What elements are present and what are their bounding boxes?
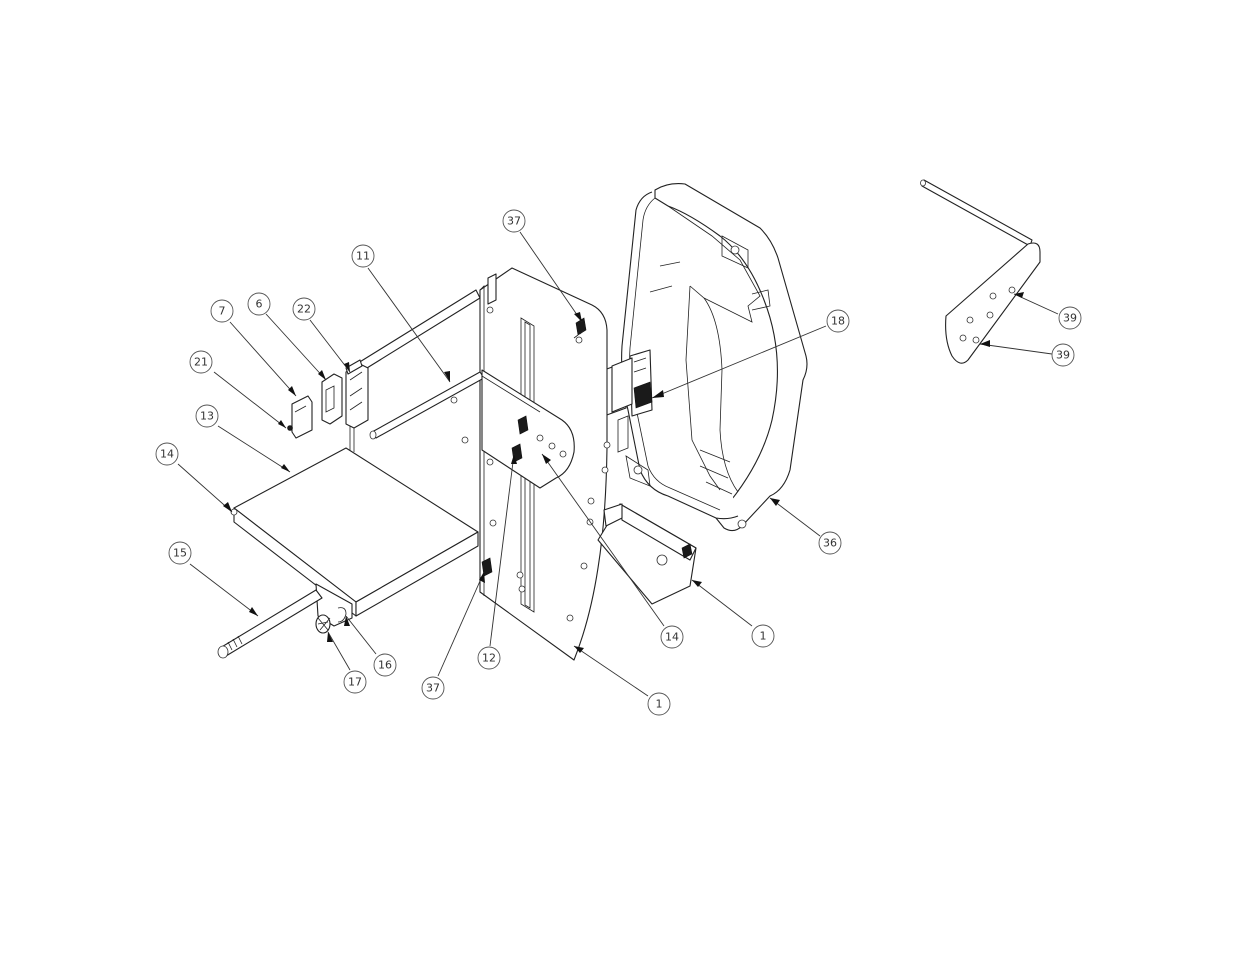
callout-13: 13 — [196, 405, 218, 427]
pin-part-15 — [218, 590, 322, 658]
rod-part-11 — [370, 372, 484, 439]
leader-15 — [190, 564, 258, 616]
side-wall — [350, 290, 480, 452]
callout-37-bottom: 37 — [422, 677, 444, 699]
leader-21 — [214, 372, 286, 428]
svg-text:39: 39 — [1056, 349, 1070, 362]
callout-14-mid: 14 — [661, 626, 683, 648]
leader-1-right — [692, 580, 752, 626]
callout-37-top: 37 — [503, 210, 525, 232]
hinge-parts-6-22 — [322, 360, 368, 428]
svg-text:1: 1 — [656, 698, 663, 711]
svg-text:17: 17 — [348, 676, 362, 689]
spring-part-17 — [316, 615, 330, 633]
svg-text:22: 22 — [297, 303, 311, 316]
lever-part-39 — [921, 180, 1041, 363]
svg-text:7: 7 — [219, 305, 226, 318]
callout-22: 22 — [293, 298, 315, 320]
callout-1-right: 1 — [752, 625, 774, 647]
svg-text:14: 14 — [160, 448, 174, 461]
svg-text:37: 37 — [426, 682, 440, 695]
svg-text:15: 15 — [173, 547, 187, 560]
svg-text:36: 36 — [823, 537, 837, 550]
svg-text:14: 14 — [665, 631, 679, 644]
callout-6: 6 — [248, 293, 270, 315]
callout-balloons: 37 11 7 6 22 21 13 14 15 16 17 37 12 14 … — [156, 210, 1081, 715]
leader-11 — [368, 268, 450, 382]
leader-22 — [310, 320, 350, 372]
callout-11: 11 — [352, 245, 374, 267]
callout-1-bottom: 1 — [648, 693, 670, 715]
leader-14-left — [178, 464, 232, 512]
callout-39-bottom: 39 — [1052, 344, 1074, 366]
leader-39-bottom — [980, 344, 1052, 354]
leader-16 — [346, 616, 376, 654]
leader-6 — [266, 314, 326, 380]
callout-21: 21 — [190, 351, 212, 373]
leader-17 — [328, 632, 350, 670]
leader-7 — [230, 322, 296, 396]
svg-text:21: 21 — [194, 356, 208, 369]
callout-7: 7 — [211, 300, 233, 322]
callout-39-top: 39 — [1059, 307, 1081, 329]
callout-15: 15 — [169, 542, 191, 564]
svg-text:39: 39 — [1063, 312, 1077, 325]
leader-37-bottom — [438, 572, 484, 676]
svg-text:11: 11 — [356, 250, 370, 263]
callout-36: 36 — [819, 532, 841, 554]
callout-16: 16 — [374, 654, 396, 676]
callout-14-left: 14 — [156, 443, 178, 465]
leader-13 — [218, 426, 290, 472]
svg-text:16: 16 — [378, 659, 392, 672]
svg-text:1: 1 — [760, 630, 767, 643]
callout-18: 18 — [827, 310, 849, 332]
shroud-part-36 — [622, 184, 807, 531]
svg-text:18: 18 — [831, 315, 845, 328]
leader-1-bottom — [574, 646, 648, 696]
small-plate-part-21 — [288, 396, 313, 438]
tray-part-13 — [231, 448, 478, 626]
svg-text:37: 37 — [507, 215, 521, 228]
svg-text:6: 6 — [256, 298, 263, 311]
callout-12: 12 — [478, 647, 500, 669]
svg-text:13: 13 — [200, 410, 214, 423]
callout-17: 17 — [344, 671, 366, 693]
svg-text:12: 12 — [482, 652, 496, 665]
